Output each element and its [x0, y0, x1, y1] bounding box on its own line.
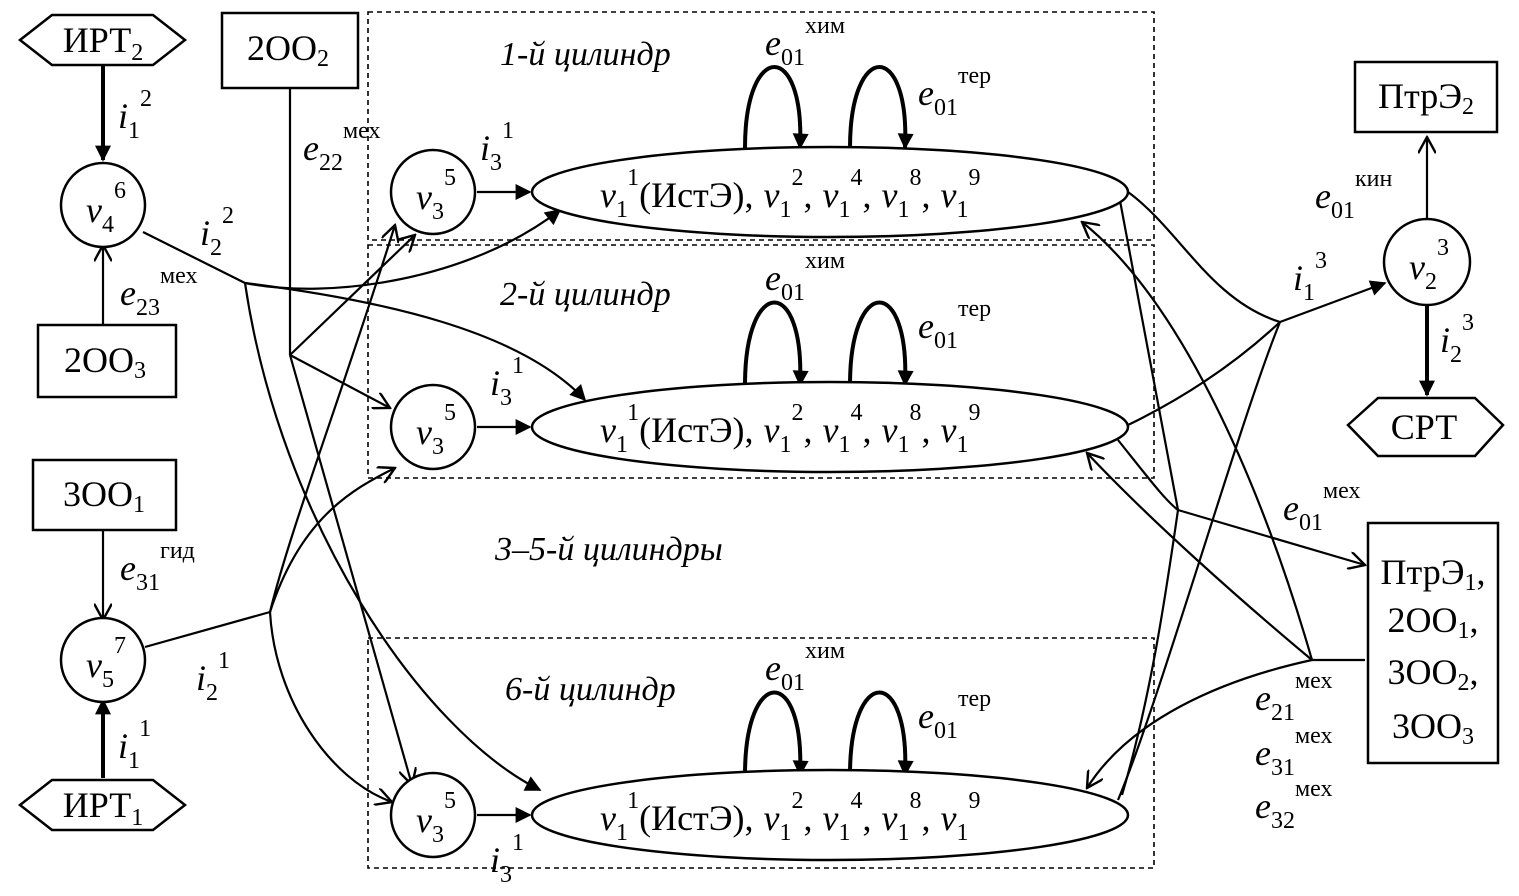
svg-text:e01тер: e01тер: [918, 686, 991, 744]
svg-text:v57: v57: [86, 633, 126, 693]
svg-text:i31: i31: [490, 353, 524, 411]
box-consumer-group: ПтрЭ1, 2ОО1, 3ОО2, 3ОО3: [1366, 521, 1500, 765]
svg-text:ПтрЭ1,: ПтрЭ1,: [1381, 552, 1486, 596]
box-ptre2: ПтрЭ2: [1353, 60, 1499, 134]
cylinder-1-frame: [367, 11, 1155, 241]
svg-text:v11(ИстЭ),v12,v14,v18,v19: v11(ИстЭ),v12,v14,v18,v19: [600, 165, 980, 223]
svg-text:i31: i31: [480, 118, 514, 176]
connectors: [103, 65, 1427, 823]
svg-text:e32мех: e32мех: [1255, 776, 1333, 834]
svg-text:e01тер: e01тер: [918, 296, 991, 354]
node-v3-cyl2: v35: [389, 383, 477, 471]
svg-text:СРТ: СРТ: [1391, 407, 1457, 447]
svg-text:i21: i21: [196, 648, 230, 706]
energy-labels: e01хим e01тер e01хим e01тер e01хим e01те…: [120, 13, 1392, 834]
source-irt1: ИРТ1: [17, 778, 188, 832]
caption-cylinder-6: 6-й цилиндр: [505, 671, 676, 708]
svg-text:ИРТ1: ИРТ1: [63, 785, 143, 831]
svg-text:v35: v35: [416, 400, 456, 460]
cylinder-1-ellipse: v11(ИстЭ),v12,v14,v18,v19: [530, 145, 1130, 239]
svg-text:i13: i13: [1293, 248, 1327, 306]
source-irt2: ИРТ2: [17, 13, 188, 67]
caption-cylinder-2: 2-й цилиндр: [500, 276, 671, 313]
svg-text:e01тер: e01тер: [918, 63, 991, 121]
svg-text:3ОО1: 3ОО1: [63, 474, 145, 518]
svg-text:i11: i11: [118, 716, 151, 774]
svg-text:e01хим: e01хим: [765, 638, 845, 696]
cylinder-2-ellipse: v11(ИстЭ),v12,v14,v18,v19: [530, 380, 1130, 474]
svg-text:e01мех: e01мех: [1283, 478, 1361, 536]
svg-text:v11(ИстЭ),v12,v14,v18,v19: v11(ИстЭ),v12,v14,v18,v19: [600, 788, 980, 846]
svg-text:e23мех: e23мех: [120, 263, 198, 321]
svg-text:e01хим: e01хим: [765, 13, 845, 71]
caption-cylinders-3-5: 3–5-й цилиндры: [494, 531, 723, 568]
svg-text:2ОО2: 2ОО2: [247, 28, 329, 72]
svg-text:ИРТ2: ИРТ2: [63, 20, 143, 66]
flow-labels: i12 i22 i11 i21 i31 i31 i31 i13 i23: [118, 86, 1474, 888]
box-3oo1: 3ОО1: [31, 458, 178, 532]
svg-text:i23: i23: [1440, 310, 1474, 368]
box-2oo3: 2ОО3: [36, 323, 178, 399]
node-v3-cyl1: v35: [389, 148, 477, 236]
cylinder-2-frame: [367, 244, 1155, 479]
svg-text:e31мех: e31мех: [1255, 723, 1333, 781]
svg-text:i31: i31: [490, 830, 524, 888]
svg-text:v35: v35: [416, 788, 456, 848]
svg-text:v11(ИстЭ),v12,v14,v18,v19: v11(ИстЭ),v12,v14,v18,v19: [600, 400, 980, 458]
svg-text:ПтрЭ2: ПтрЭ2: [1378, 76, 1474, 120]
cylinder-6-frame: [367, 637, 1155, 869]
svg-text:e31гид: e31гид: [120, 538, 195, 596]
svg-text:e21мех: e21мех: [1255, 668, 1333, 726]
svg-text:e22мех: e22мех: [303, 118, 381, 176]
svg-text:3ОО2,: 3ОО2,: [1388, 652, 1479, 696]
svg-text:e01кин: e01кин: [1315, 166, 1392, 224]
node-v4: v46: [59, 161, 147, 249]
svg-text:v23: v23: [1409, 235, 1449, 295]
node-v5: v57: [59, 616, 147, 704]
svg-text:e01хим: e01хим: [765, 248, 845, 306]
svg-text:i22: i22: [200, 203, 234, 261]
svg-text:2ОО3: 2ОО3: [64, 340, 146, 384]
box-2oo2: 2ОО2: [220, 11, 360, 90]
svg-text:v35: v35: [416, 165, 456, 225]
caption-cylinder-1: 1-й цилиндр: [500, 36, 671, 73]
svg-text:v46: v46: [86, 178, 126, 238]
sink-srt: СРТ: [1346, 396, 1505, 458]
node-v3-cyl6: v35: [389, 771, 477, 859]
node-v2: v23: [1382, 217, 1472, 307]
svg-text:i12: i12: [118, 86, 152, 144]
svg-text:2ОО1,: 2ОО1,: [1388, 600, 1479, 644]
cylinder-6-ellipse: v11(ИстЭ),v12,v14,v18,v19: [530, 768, 1130, 862]
svg-text:3ОО3: 3ОО3: [1392, 706, 1474, 750]
